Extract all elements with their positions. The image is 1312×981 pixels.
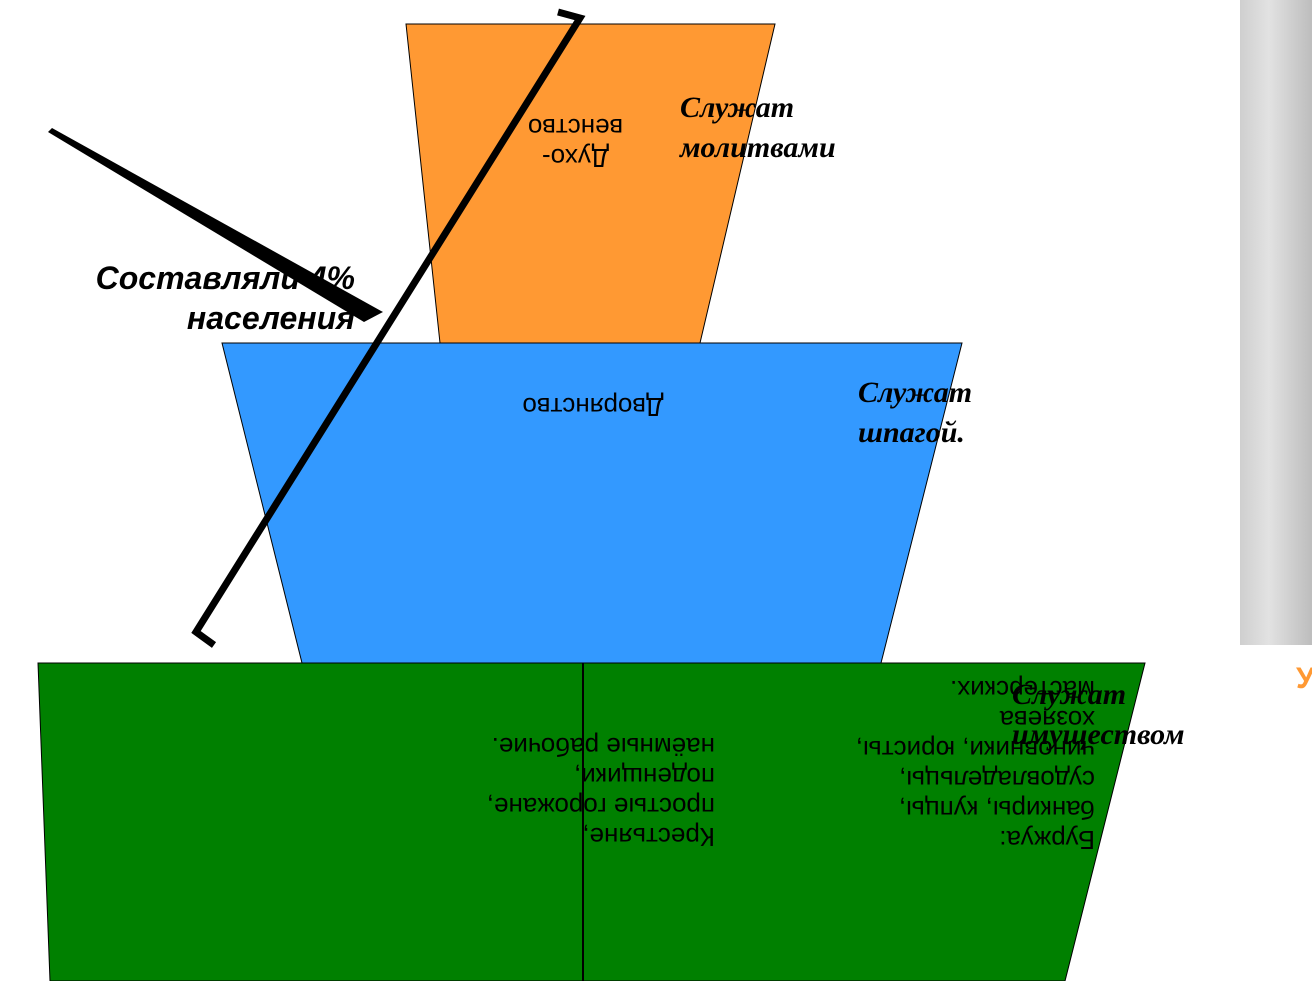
clergy-note: Служат молитвами [680,91,836,164]
photo-caption-glyph: У [1296,662,1312,695]
clergy-tier [405,23,776,344]
bracket-note: Составляли 4% населения [95,260,355,336]
nobility-tier [221,342,963,664]
nobility-note: Служат шпагой. [858,376,973,449]
commoners-label: Крестьяне, простые горожане, поденщики, … [486,732,715,852]
engraving-photo [1240,0,1312,645]
pointer-wedge [48,128,383,322]
privileged-bracket [191,8,586,648]
nobility-label: Дворянство [522,392,664,422]
third-estate-note: Служат имуществом [1012,678,1185,751]
clergy-label: Духо- венство [527,113,624,173]
third-estate-tier [37,662,1146,981]
